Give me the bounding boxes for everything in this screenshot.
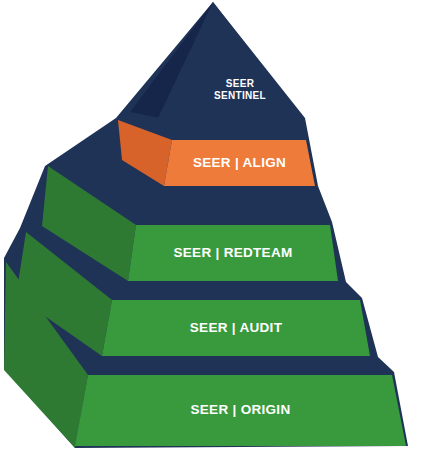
tier-label: SEER SENTINEL bbox=[205, 78, 275, 102]
tier-band: SEER | AUDIT bbox=[102, 300, 370, 356]
face-fill bbox=[102, 300, 370, 356]
tier-label: SEER | ORIGIN bbox=[75, 402, 406, 418]
tier-band: SEER | REDTEAM bbox=[128, 225, 338, 281]
tier-label: SEER | REDTEAM bbox=[128, 245, 338, 261]
tier-label: SEER | AUDIT bbox=[102, 320, 370, 336]
face-fill bbox=[75, 375, 406, 446]
apex-triangle: SEER SENTINEL bbox=[158, 2, 302, 118]
origin-side bbox=[4, 262, 88, 448]
pyramid-body bbox=[4, 2, 408, 448]
tier-band: SEER | ALIGN bbox=[164, 140, 315, 186]
tier-label: SEER | ALIGN bbox=[164, 155, 315, 171]
tier-band: SEER | ORIGIN bbox=[75, 375, 406, 446]
face-fill bbox=[128, 225, 338, 281]
face-fill bbox=[158, 2, 302, 118]
face-fill bbox=[164, 140, 315, 186]
align-side bbox=[118, 120, 172, 186]
